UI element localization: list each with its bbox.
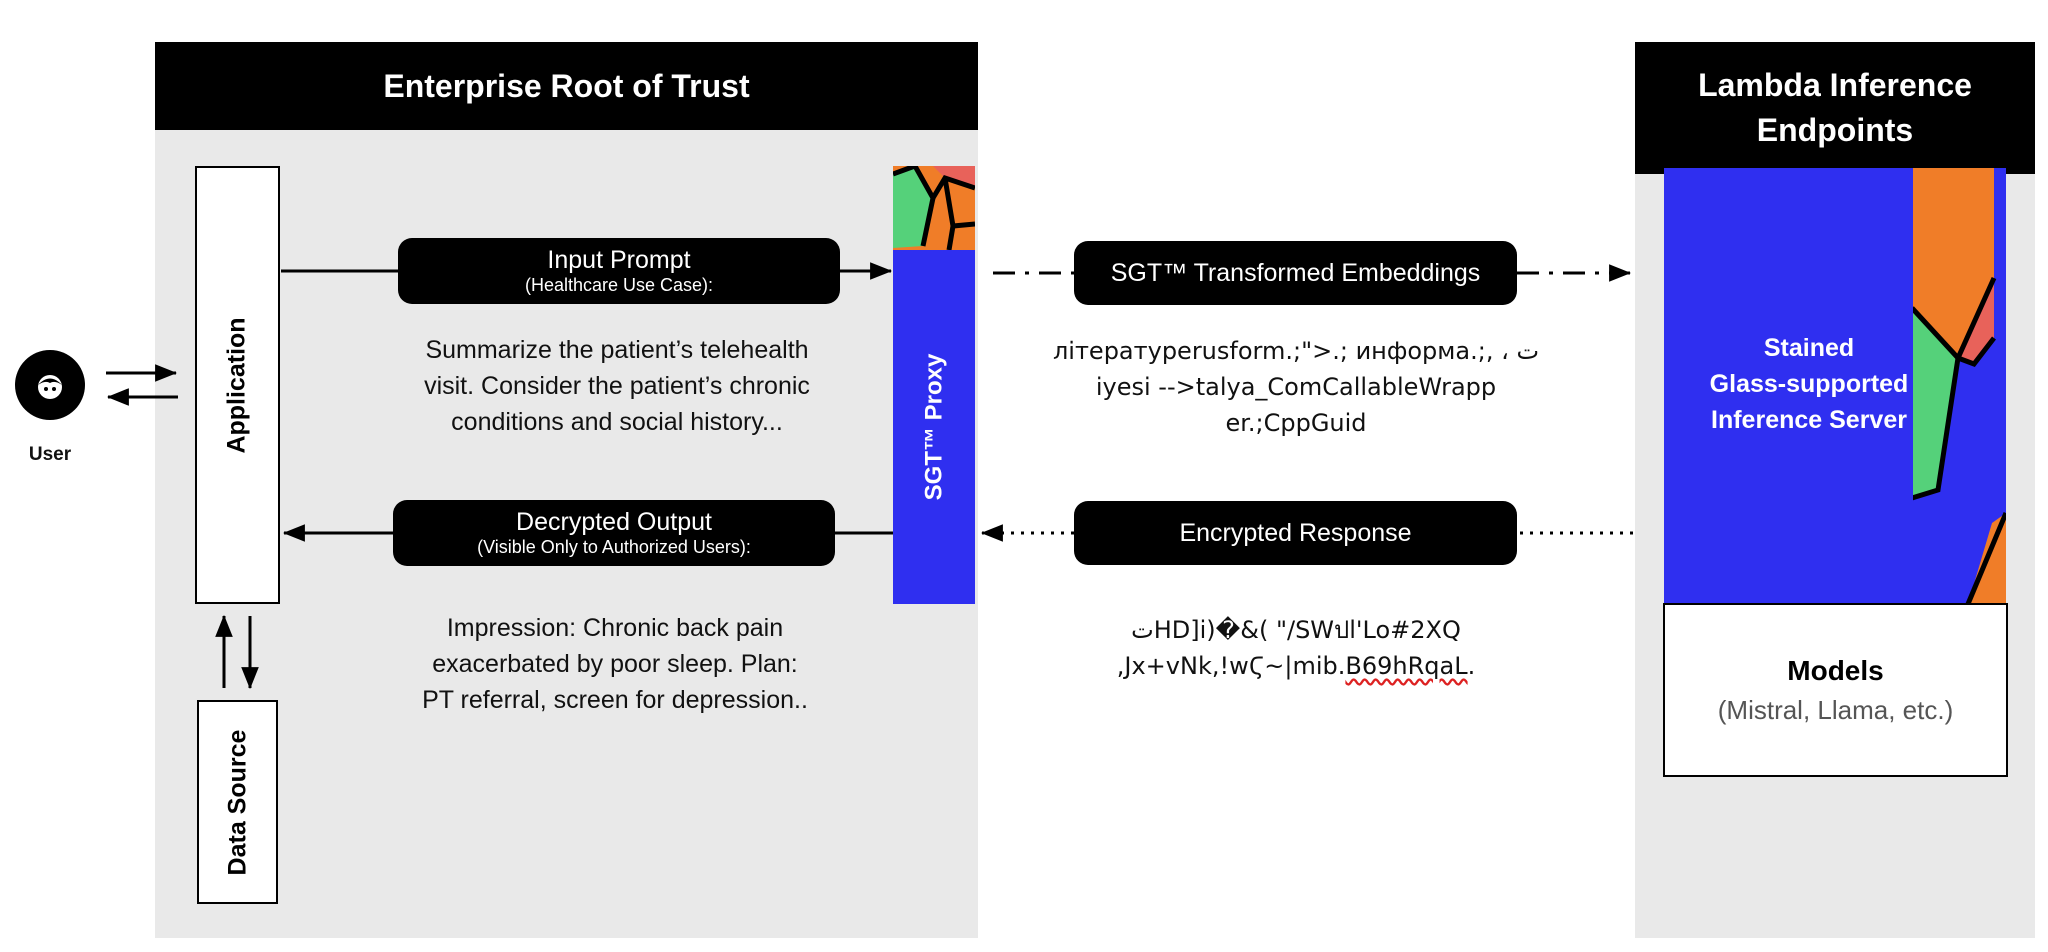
encrypted-line2-prefix: ,Jx+vNk,!wϚ~|mib.: [1116, 652, 1346, 680]
server-line: Inference Server: [1711, 406, 1907, 434]
decrypted-output-text: Impression: Chronic back pain exacerbate…: [368, 610, 862, 718]
encrypted-response-line: تHD]i)�&( "/SWปl'Lo#2XQ: [1131, 616, 1461, 644]
models-title: Models: [1787, 654, 1884, 686]
decrypted-output-pill: Decrypted Output (Visible Only to Author…: [393, 500, 835, 566]
stained-glass-pattern-top: [893, 166, 975, 250]
encrypted-response-text: تHD]i)�&( "/SWปl'Lo#2XQ ,Jx+vNk,!wϚ~|mib…: [1040, 612, 1552, 684]
encrypted-response-pill: Encrypted Response: [1074, 501, 1517, 565]
encrypted-response-title: Encrypted Response: [1179, 519, 1412, 547]
encrypted-response-line: ,Jx+vNk,!wϚ~|mib.B69hRqaL.: [1040, 648, 1552, 684]
embeddings-title: SGT™ Transformed Embeddings: [1110, 259, 1481, 287]
embeddings-line: iyesi -->talya_ComCallableWrapp: [1095, 373, 1497, 401]
inference-server-label: Stained Glass-supported Inference Server: [1684, 330, 1934, 438]
stained-glass-pattern-side: [1912, 168, 2006, 604]
lambda-header: Lambda Inference Endpoints: [1635, 42, 2035, 174]
embeddings-line: літературerusform.;">.; информа.;, ، ت: [1052, 337, 1540, 365]
enterprise-panel: [155, 42, 978, 938]
decrypted-output-subtitle: (Visible Only to Authorized Users):: [477, 537, 751, 557]
input-prompt-pill: Input Prompt (Healthcare Use Case):: [398, 238, 840, 304]
input-prompt-line: conditions and social history...: [451, 408, 783, 436]
server-line: Stained: [1763, 334, 1855, 362]
decrypted-output-line: Impression: Chronic back pain: [446, 614, 784, 642]
embeddings-line: er.;CppGuid: [1225, 409, 1367, 437]
decrypted-output-line: PT referral, screen for depression..: [422, 686, 808, 714]
data-source-box: Data Source: [197, 700, 278, 904]
enterprise-header: Enterprise Root of Trust: [155, 42, 978, 130]
input-prompt-title: Input Prompt: [547, 246, 691, 274]
decrypted-output-line: exacerbated by poor sleep. Plan:: [432, 650, 798, 678]
user-label: User: [28, 444, 72, 465]
lambda-title-line2: Endpoints: [1756, 112, 1914, 148]
models-subtitle: (Mistral, Llama, etc.): [1717, 694, 1954, 725]
enterprise-title: Enterprise Root of Trust: [383, 67, 750, 104]
inference-server-box: Stained Glass-supported Inference Server: [1664, 168, 2006, 604]
embeddings-text: літературerusform.;">.; информа.;, ، ت i…: [1040, 333, 1552, 441]
server-line: Glass-supported: [1709, 370, 1909, 398]
encrypted-line2-suffix: .: [1467, 652, 1476, 680]
user-icon: [15, 350, 85, 420]
spellcheck-underlined-text: B69hRqaL: [1345, 652, 1468, 680]
embeddings-pill: SGT™ Transformed Embeddings: [1074, 241, 1517, 305]
lambda-title-line1: Lambda Inference: [1698, 67, 1972, 103]
application-box: Application: [195, 166, 280, 604]
decrypted-output-title: Decrypted Output: [516, 508, 712, 536]
sgt-proxy-box: SGT™ Proxy: [893, 166, 975, 604]
models-box: Models (Mistral, Llama, etc.): [1663, 603, 2008, 777]
input-prompt-text: Summarize the patient’s telehealth visit…: [370, 332, 864, 440]
input-prompt-line: visit. Consider the patient’s chronic: [424, 372, 810, 400]
input-prompt-subtitle: (Healthcare Use Case):: [524, 275, 714, 295]
input-prompt-line: Summarize the patient’s telehealth: [425, 336, 809, 364]
